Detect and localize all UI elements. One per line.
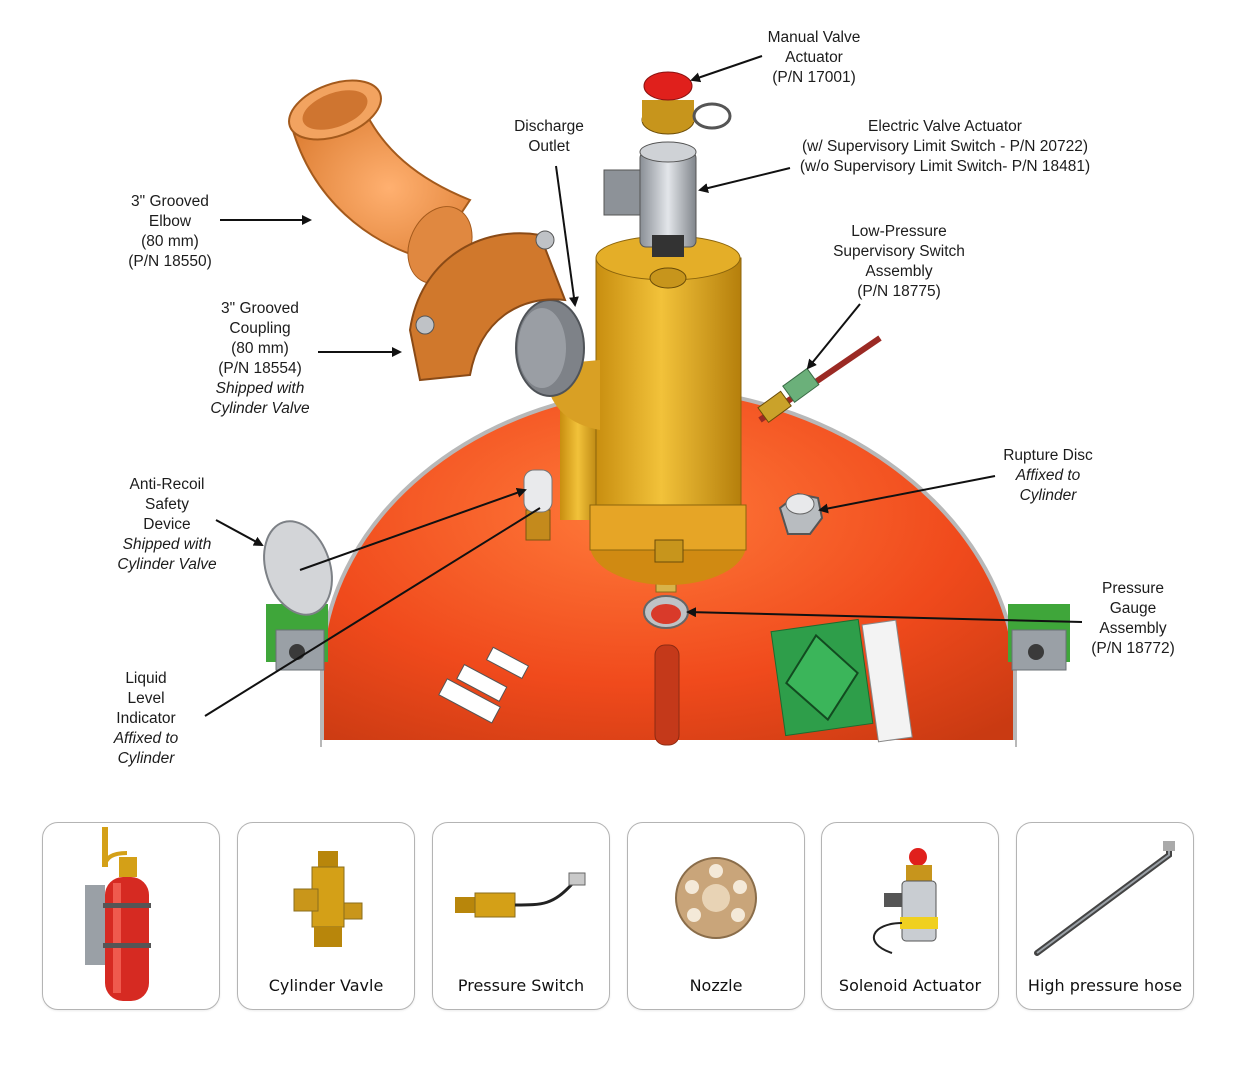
- rupture-disc: [778, 492, 824, 535]
- label-line: (P/N 17001): [772, 69, 856, 86]
- dip-tube: [654, 644, 680, 746]
- label-line: Cylinder: [1019, 487, 1077, 504]
- label-line: Gauge: [1109, 600, 1157, 617]
- product-card-pressure-switch: Pressure Switch: [432, 822, 610, 1010]
- hose-icon: [1034, 841, 1175, 956]
- label-line: Pressure: [1101, 580, 1165, 597]
- label-line: (80 mm): [231, 340, 289, 357]
- anti-recoil-disc: [263, 520, 333, 616]
- label-line: Anti-Recoil: [129, 476, 205, 493]
- label-line: Shipped with: [122, 536, 212, 553]
- product-caption: Pressure Switch: [457, 976, 585, 995]
- label-low-pressure-switch: Low-Pressure Supervisory Switch Assembly…: [818, 222, 980, 302]
- label-line: Coupling: [229, 320, 291, 337]
- label-line: Level: [127, 690, 165, 707]
- low-pressure-switch: [757, 335, 882, 424]
- label-grooved-elbow: 3" Grooved Elbow (80 mm) (P/N 18550): [108, 192, 232, 272]
- label-line: Elbow: [148, 213, 192, 230]
- label-anti-recoil-device: Anti-Recoil Safety Device Shipped with C…: [104, 475, 230, 575]
- callout-arrows: [204, 55, 1083, 717]
- diagram-illustration: [204, 55, 1083, 748]
- discharge-outlet: [515, 299, 585, 397]
- label-line: Low-Pressure: [851, 223, 947, 240]
- label-liquid-level-indicator: Liquid Level Indicator Affixed to Cylind…: [96, 669, 196, 769]
- label-line: Assembly: [1099, 620, 1167, 637]
- liquid-level-indicator: [523, 469, 553, 541]
- product-card-cylinder-valve: Cylinder Vavle: [237, 822, 415, 1010]
- product-card-cylinder: [42, 822, 220, 1010]
- label-line: Outlet: [528, 138, 570, 155]
- label-line: Supervisory Switch: [833, 243, 965, 260]
- label-line: Discharge: [514, 118, 584, 135]
- electric-valve-actuator: [603, 141, 697, 289]
- label-line: (P/N 18775): [857, 283, 941, 300]
- product-card-solenoid-actuator: Solenoid Actuator: [821, 822, 999, 1010]
- pressure-switch-icon: [455, 872, 586, 918]
- label-line: (w/o Supervisory Limit Switch- P/N 18481…: [799, 158, 1091, 175]
- label-line: (w/ Supervisory Limit Switch - P/N 20722…: [802, 138, 1088, 155]
- label-line: Cylinder Valve: [117, 556, 217, 573]
- product-caption: Solenoid Actuator: [838, 976, 982, 995]
- label-line: Rupture Disc: [1003, 447, 1093, 464]
- label-line: Manual Valve: [767, 29, 861, 46]
- label-rupture-disc: Rupture Disc Affixed to Cylinder: [988, 446, 1108, 506]
- brass-valve-icon: [293, 851, 363, 947]
- right-bracket: [1008, 604, 1070, 671]
- label-line: Safety: [145, 496, 189, 513]
- label-line: (P/N 18554): [218, 360, 302, 377]
- label-line: Liquid: [125, 670, 167, 687]
- label-line: Actuator: [785, 49, 843, 66]
- product-caption: Cylinder Vavle: [268, 976, 384, 995]
- label-line: (P/N 18550): [128, 253, 212, 270]
- grooved-coupling: [408, 230, 567, 382]
- label-line: (P/N 18772): [1091, 640, 1175, 657]
- nozzle-icon: [675, 857, 757, 939]
- manual-valve-actuator: [641, 71, 732, 135]
- product-card-nozzle: Nozzle: [627, 822, 805, 1010]
- label-line: Shipped with: [215, 380, 305, 397]
- product-card-high-pressure-hose: High pressure hose: [1016, 822, 1194, 1010]
- cylinder-valve: [545, 235, 747, 585]
- warning-labels: [438, 646, 530, 724]
- label-line: 3" Grooved: [131, 193, 209, 210]
- label-grooved-coupling: 3" Grooved Coupling (80 mm) (P/N 18554) …: [196, 299, 324, 419]
- solenoid-actuator-icon: [872, 848, 938, 954]
- label-line: (80 mm): [141, 233, 199, 250]
- label-line: Indicator: [116, 710, 176, 727]
- label-manual-valve-actuator: Manual Valve Actuator (P/N 17001): [754, 28, 874, 88]
- label-line: Cylinder Valve: [210, 400, 310, 417]
- label-line: Cylinder: [117, 750, 175, 767]
- label-discharge-outlet: Discharge Outlet: [496, 117, 602, 157]
- label-line: 3" Grooved: [221, 300, 299, 317]
- label-line: Electric Valve Actuator: [868, 118, 1022, 135]
- label-line: Device: [143, 516, 191, 533]
- label-line: Affixed to: [113, 730, 179, 747]
- label-pressure-gauge: Pressure Gauge Assembly (P/N 18772): [1080, 579, 1186, 659]
- grooved-elbow: [288, 79, 473, 284]
- hazard-placard: [770, 618, 913, 743]
- label-electric-valve-actuator: Electric Valve Actuator (w/ Supervisory …: [780, 117, 1110, 177]
- label-line: Assembly: [865, 263, 933, 280]
- label-line: Affixed to: [1015, 467, 1081, 484]
- product-caption: High pressure hose: [1027, 976, 1183, 995]
- fire-suppression-cylinder-icon: [85, 827, 151, 1001]
- product-caption: Nozzle: [689, 976, 743, 995]
